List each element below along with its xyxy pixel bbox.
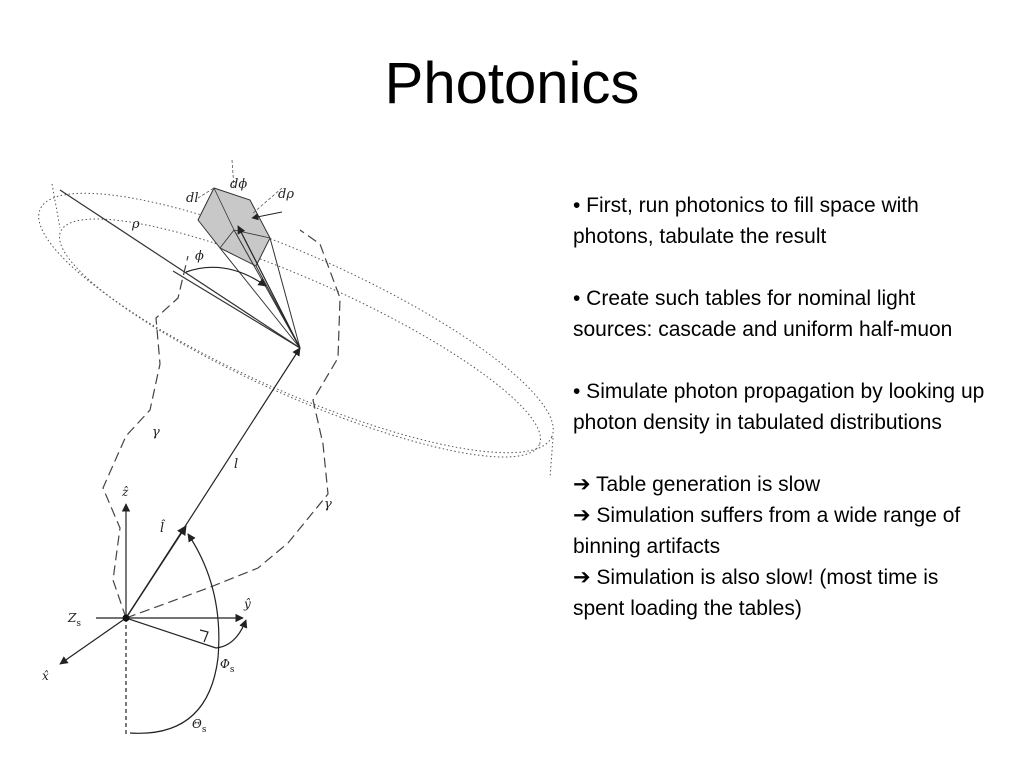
photonics-geometry-figure: ρ dl dϕ dρ ϕ γ γ l l̂ ẑ ŷ x̂ Zs Φs Θs <box>38 148 556 738</box>
photon-paths <box>102 229 341 619</box>
arrow-simulation-slow: ➔ Simulation is also slow! (most time is… <box>573 566 939 620</box>
label-phi: ϕ <box>195 249 204 264</box>
label-l: l <box>234 457 238 472</box>
cube-guide-lines <box>197 159 283 215</box>
label-phis: Φs <box>220 657 235 675</box>
phi-arc <box>185 266 267 287</box>
track-direction-arrow <box>125 525 187 619</box>
thetas-arc <box>129 533 220 734</box>
volume-element <box>197 187 271 267</box>
drho-arrow <box>251 211 283 221</box>
label-z-hat: ẑ <box>121 485 129 499</box>
geometry-diagram: ρ dl dϕ dρ ϕ γ γ l l̂ ẑ ŷ x̂ Zs Φs Θs <box>38 159 554 736</box>
rho-line <box>59 189 301 349</box>
photon-path-left <box>102 255 189 619</box>
label-l-hat: l̂ <box>160 519 166 536</box>
x-axis <box>59 617 127 665</box>
label-gamma-right: γ <box>324 497 332 512</box>
origin-point <box>122 614 130 622</box>
label-rho: ρ <box>131 217 140 232</box>
label-dphi: dϕ <box>230 177 247 192</box>
bullet-list: • First, run photonics to fill space wit… <box>573 190 993 624</box>
arrow-binning-artifacts: ➔ Simulation suffers from a wide range o… <box>573 504 961 558</box>
coordinate-axes <box>59 503 244 736</box>
label-y-hat: ŷ <box>243 597 251 611</box>
arrow-table-slow: ➔ Table generation is slow <box>573 473 821 496</box>
photon-path-right <box>125 229 341 619</box>
cylinder-ellipses <box>38 183 554 479</box>
slide-title: Photonics <box>384 51 640 116</box>
photon-arrow <box>237 225 301 349</box>
ellipse-edge-left <box>51 183 61 229</box>
label-gamma-left: γ <box>152 425 160 440</box>
bullet-simulate-propagation: • Simulate photon propagation by looking… <box>573 380 985 434</box>
projection-line <box>125 617 217 649</box>
label-thetas: Θs <box>192 717 207 735</box>
label-dl: dl <box>186 191 198 206</box>
label-drho: dρ <box>278 187 294 202</box>
ellipse-edge-right <box>549 437 554 479</box>
label-zs: Zs <box>67 611 81 629</box>
outer-ellipse-top <box>38 192 554 454</box>
phis-arc <box>199 619 248 649</box>
bullet-photonics-fill: • First, run photonics to fill space wit… <box>573 194 919 248</box>
bullet-create-tables: • Create such tables for nominal light s… <box>573 287 953 341</box>
label-x-hat: x̂ <box>42 669 49 683</box>
